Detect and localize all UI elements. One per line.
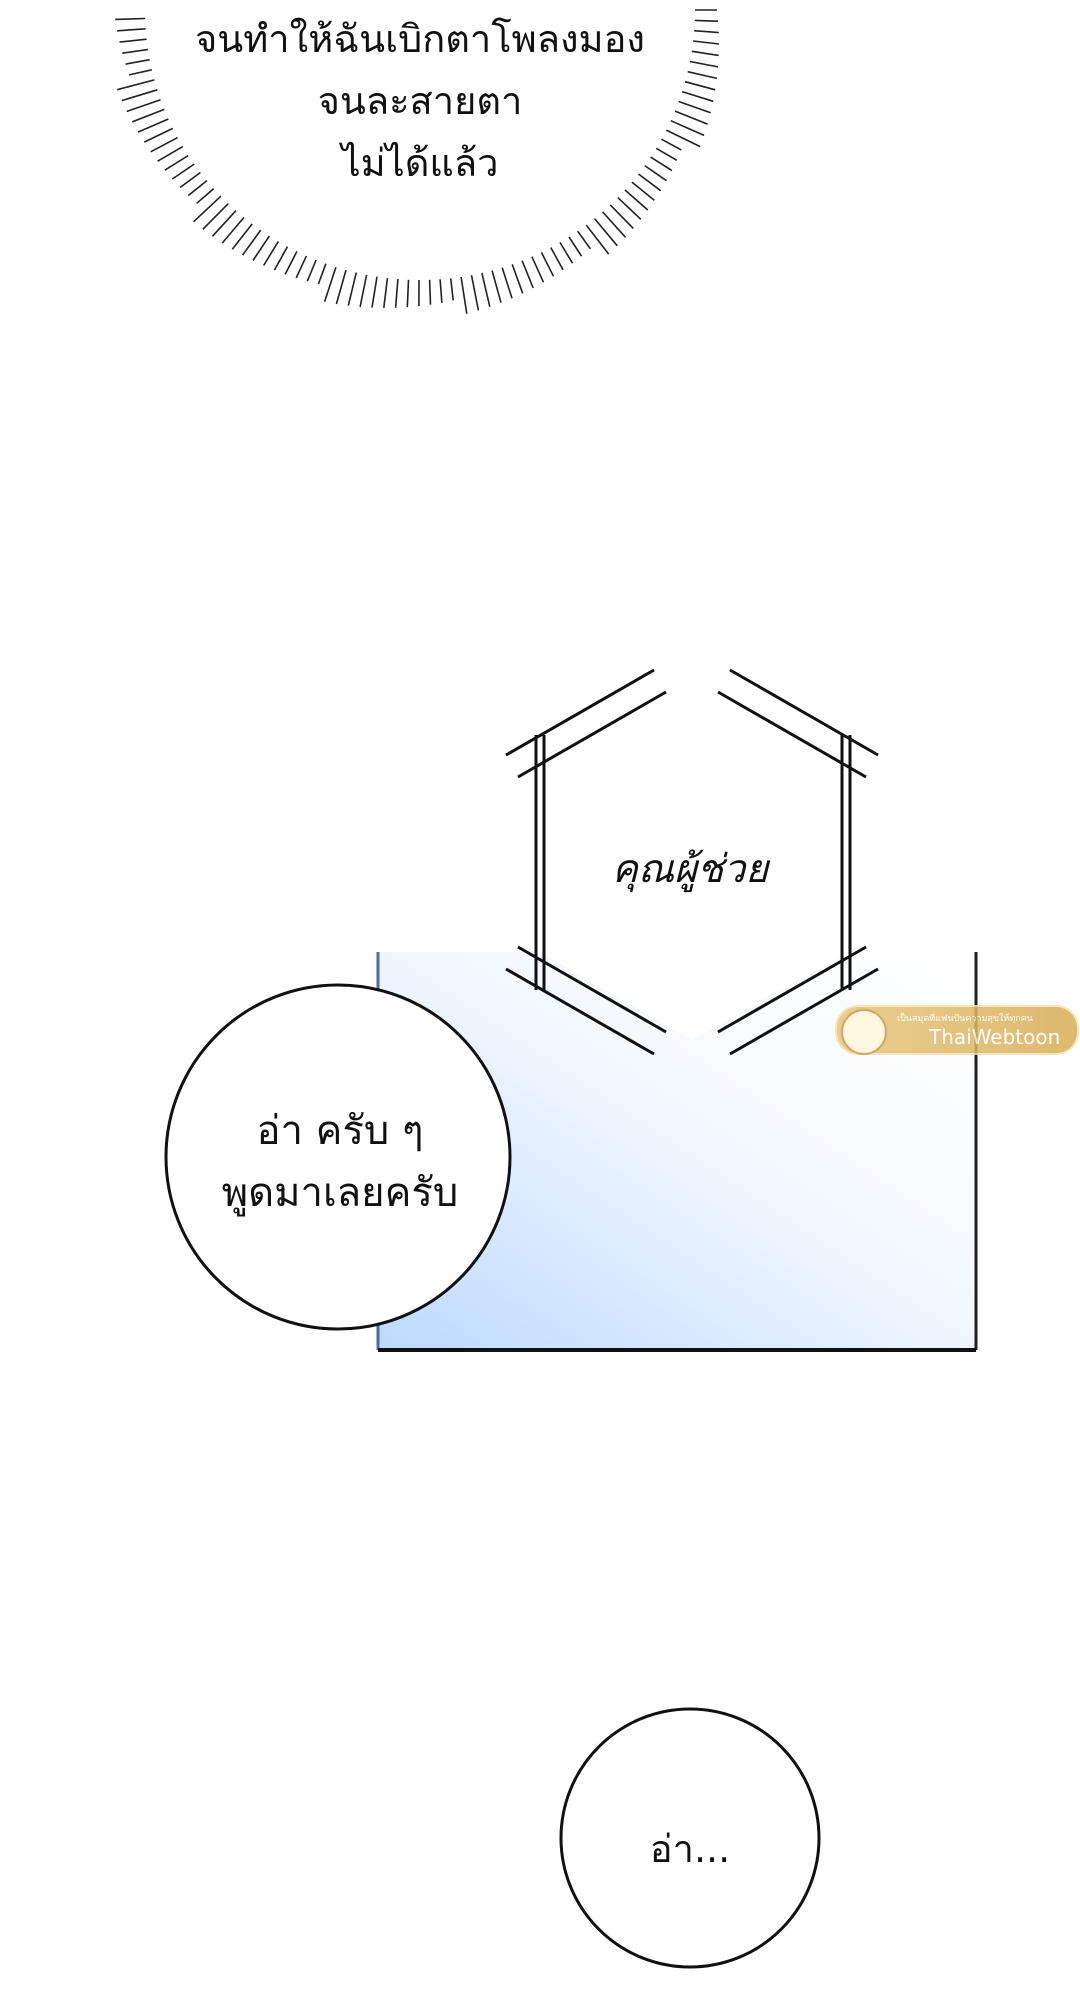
burst-ray [602, 211, 627, 238]
burst-ray [617, 197, 642, 220]
burst-ray [428, 279, 432, 305]
burst-ray [164, 154, 189, 171]
burst-ray [122, 48, 149, 54]
burst-ray [670, 119, 705, 137]
burst-ray [295, 255, 308, 279]
burst-ray [550, 247, 564, 271]
burst-ray [531, 256, 545, 283]
burst-ray [252, 235, 271, 261]
burst-ray [137, 118, 169, 133]
burst-ray [491, 270, 502, 303]
burst-ray [347, 272, 358, 306]
watermark-tagline: เป็นสมุดที่แฟนปันความสุขให้ทุกคน [897, 1014, 1033, 1024]
burst-ray [150, 136, 178, 153]
speech-bubble-small [559, 1707, 821, 1969]
burst-ray [116, 79, 155, 91]
burst-ray [665, 129, 701, 148]
burst-ray [371, 276, 378, 308]
burst-ray [273, 246, 289, 271]
burst-ray [231, 223, 253, 250]
burst-ray [521, 260, 534, 289]
burst-ray [306, 259, 317, 282]
burst-ray [202, 203, 229, 230]
watermark-logo-icon [841, 1009, 887, 1055]
burst-ray [678, 100, 711, 114]
burst-ray [511, 264, 524, 294]
burst-ray [121, 89, 158, 102]
burst-ray [689, 60, 719, 68]
burst-ray [157, 145, 184, 162]
burst-ray [125, 58, 150, 65]
burst-ray [117, 28, 146, 32]
burst-ray [383, 278, 389, 308]
burst-ray [143, 127, 174, 143]
burst-bubble-text: จนทำให้ฉันเบิกตาโพลงมอง จนละสายตา ไม่ได้… [170, 8, 670, 194]
burst-ray [262, 240, 280, 266]
burst-ray [115, 17, 146, 21]
burst-ray [655, 147, 678, 161]
burst-ray [674, 110, 708, 125]
burst-ray [577, 230, 592, 250]
burst-ray [609, 204, 634, 229]
burst-ray [449, 278, 454, 301]
burst-ray [439, 279, 443, 303]
burst-line-3: ไม่ได้แล้ว [341, 141, 499, 185]
burst-ray [394, 279, 399, 308]
hexagon-bubble [505, 668, 879, 1056]
burst-ray [585, 224, 610, 255]
watermark-badge: เป็นสมุดที่แฟนปันความสุขให้ทุกคน ThaiWeb… [835, 1005, 1079, 1055]
burst-ray [681, 90, 714, 103]
burst-ray [470, 275, 480, 311]
burst-ray [624, 189, 649, 211]
burst-ray [501, 267, 513, 299]
burst-ray [211, 210, 237, 237]
burst-ray [317, 263, 327, 285]
burst-ray [192, 195, 222, 223]
burst-ray [694, 19, 719, 22]
burst-line-2: จนละสายตา [317, 79, 523, 123]
burst-ray [481, 272, 491, 307]
burst-bubble-rays [115, 9, 720, 314]
burst-ray [638, 173, 662, 192]
burst-ray [323, 266, 337, 303]
burst-ray [631, 181, 655, 202]
burst-ray [684, 80, 716, 91]
burst-ray [661, 138, 682, 151]
burst-ray [540, 251, 555, 277]
burst-ray [644, 164, 667, 182]
burst-ray [693, 40, 720, 45]
burst-line-1: จนทำให้ฉันเบิกตาโพลงมอง [195, 17, 645, 61]
burst-ray [568, 236, 583, 257]
burst-ray [284, 251, 298, 275]
burst-ray [460, 276, 468, 314]
burst-ray [187, 179, 208, 197]
burst-ray [128, 69, 152, 76]
burst-ray [687, 70, 718, 80]
burst-ray [593, 218, 618, 247]
burst-ray [650, 156, 673, 172]
burst-ray [179, 171, 201, 189]
burst-ray [171, 163, 195, 180]
burst-ray [196, 187, 215, 204]
burst-ray [126, 98, 161, 113]
large-bubble-line-1: อ่า ครับ ๆ [256, 1108, 424, 1154]
speech-bubble-large-text: อ่า ครับ ๆ พูดมาเลยครับ [180, 1100, 500, 1224]
burst-ray [691, 50, 719, 57]
hexagon-bubble-text: คุณผู้ช่วย [611, 847, 769, 892]
burst-ray [241, 229, 262, 256]
burst-ray [359, 274, 368, 308]
burst-ray [335, 269, 347, 305]
burst-ray [406, 279, 410, 308]
large-bubble-line-2: พูดมาเลยครับ [221, 1170, 459, 1216]
speech-bubble-large [164, 983, 512, 1331]
burst-ray [131, 108, 165, 123]
speech-bubble-small-text: อ่า... [649, 1827, 731, 1871]
burst-ray [119, 38, 147, 43]
burst-ray [694, 29, 719, 34]
burst-ray [221, 216, 245, 244]
watermark-brand: ThaiWebtoon [929, 1025, 1061, 1049]
burst-ray [559, 241, 574, 264]
